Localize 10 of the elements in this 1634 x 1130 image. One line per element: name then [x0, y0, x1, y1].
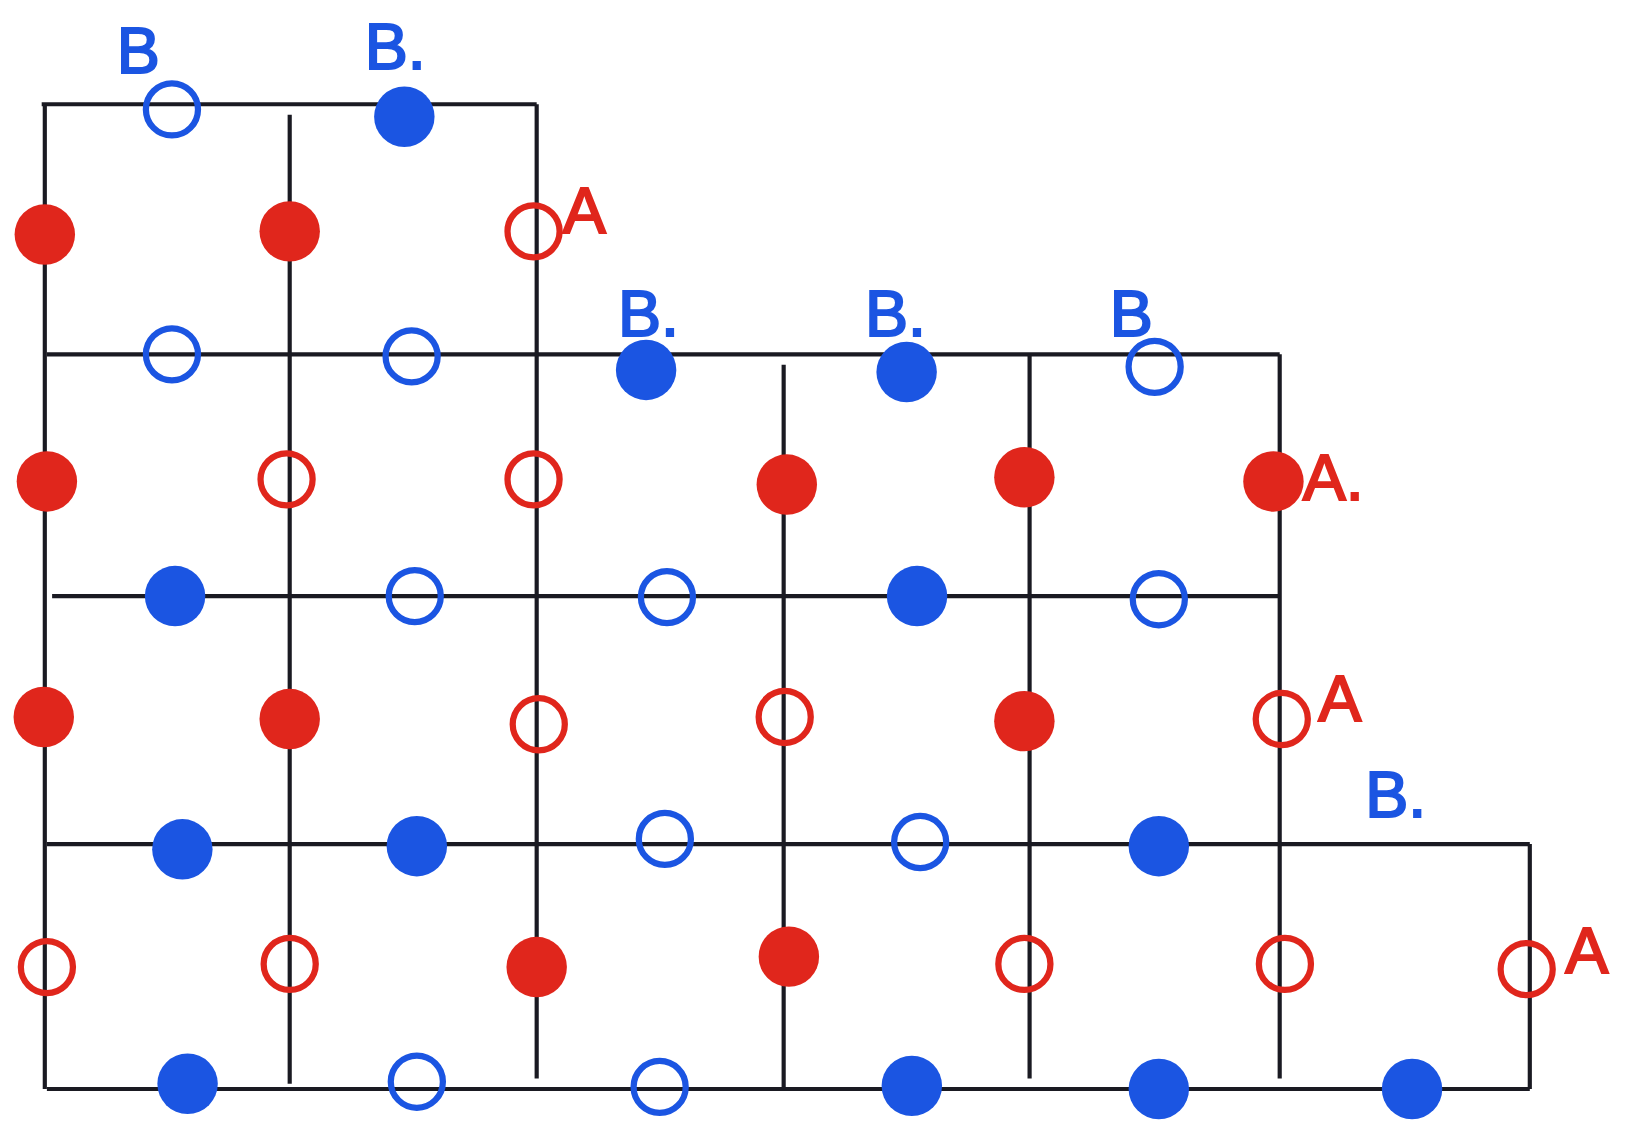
grid-label: A [1565, 919, 1609, 984]
grid-label: B. [364, 14, 426, 80]
grid-label: B. [617, 281, 680, 346]
grid-label: B [116, 18, 160, 84]
grid-label: B. [1365, 762, 1427, 828]
grid-label: A. [1302, 446, 1364, 511]
grid-label: A [1318, 666, 1362, 732]
grid-label: B [1109, 281, 1153, 346]
grid-label: A [562, 179, 606, 244]
grid-label: B. [864, 281, 926, 346]
